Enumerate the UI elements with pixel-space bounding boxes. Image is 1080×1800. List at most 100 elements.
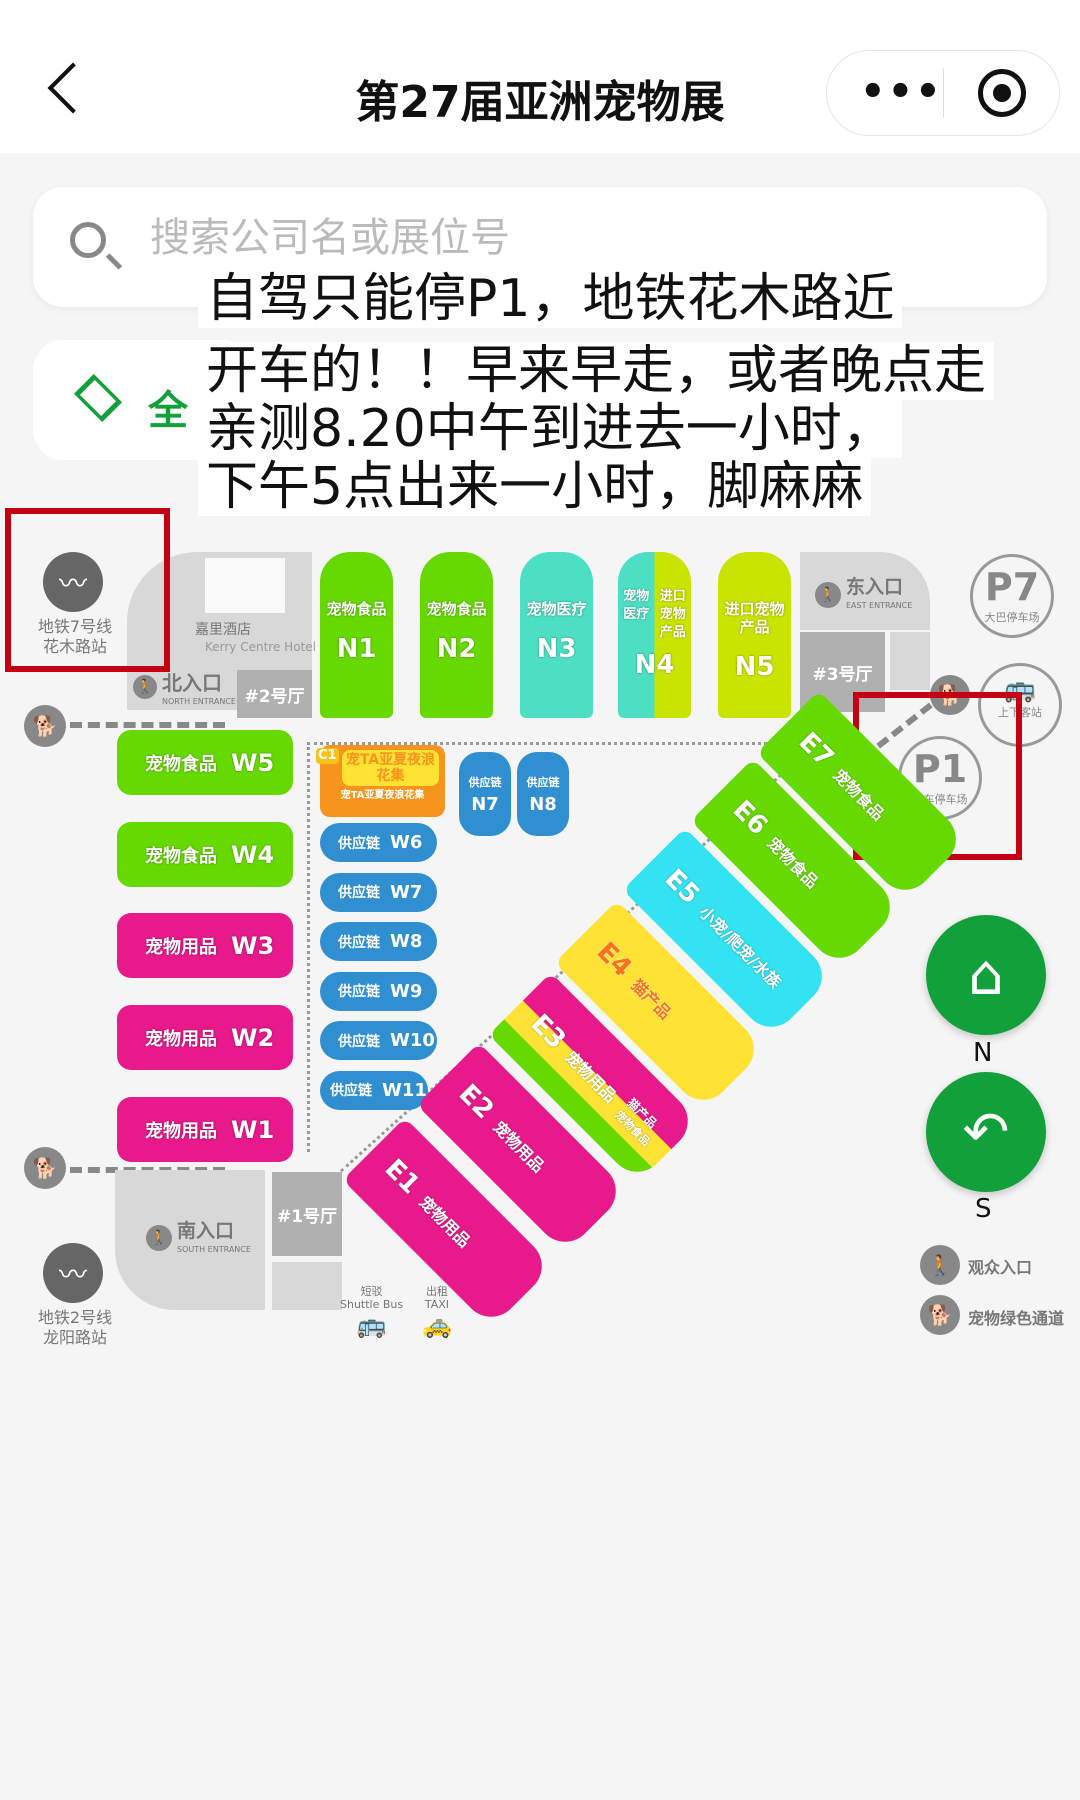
hall-w11[interactable]: 供应链 W11 — [320, 1070, 428, 1110]
home-icon: ⌂ — [968, 942, 1004, 1008]
legend-pet-lane: 宠物绿色通道 — [968, 1309, 1065, 1328]
hall-code: N2 — [436, 634, 477, 664]
hall-code: W9 — [390, 980, 423, 1002]
hall-label: 猫产品 — [627, 975, 675, 1023]
hall-label: 供应链 — [338, 885, 380, 901]
hall-label: 宠物用品 — [145, 1028, 217, 1050]
hall-label: 宠物用品 — [561, 1047, 621, 1107]
hall-label: 宠物用品 — [489, 1117, 549, 1177]
p1-code: P1 — [912, 747, 968, 791]
hall-code: W2 — [231, 1023, 275, 1052]
metro7-label: 地铁7号线花木路站 — [20, 617, 130, 657]
hall-code: N8 — [529, 793, 557, 815]
metro2-label: 地铁2号线龙阳路站 — [20, 1308, 130, 1348]
hall-c1[interactable]: 宠TA亚夏夜浪花集 宠TA亚夏夜浪花集 — [320, 745, 445, 817]
hall-code: E3 — [524, 1008, 572, 1056]
pedestrian-icon: 🚶 — [146, 1225, 172, 1251]
hall-code: E2 — [452, 1078, 500, 1126]
pedestrian-icon: 🚶 — [920, 1245, 960, 1285]
hall-code: W11 — [382, 1079, 427, 1101]
hall-code: N1 — [336, 634, 377, 664]
north-entrance-en: NORTH ENTRANCE — [162, 697, 236, 706]
pedestrian-icon: 🚶 — [815, 582, 841, 608]
hall-label: 宠物用品 — [145, 936, 217, 958]
u-turn-back-icon: ↶ — [962, 1099, 1010, 1165]
pet-walker-icon: 🐕 — [24, 1147, 66, 1189]
pedestrian-icon: 🚶 — [133, 675, 157, 699]
c1-title: 宠TA亚夏夜浪花集 — [342, 750, 439, 786]
hall-label: 进口宠物产品 — [724, 600, 785, 636]
taxi-cn: 出租 — [425, 1285, 448, 1298]
hall-label: 宠物食品 — [326, 600, 387, 618]
east-entrance-en: EAST ENTRANCE — [846, 601, 913, 610]
hall-1[interactable]: #1号厅 — [272, 1172, 342, 1256]
note-line-3: 亲测8.20中午到进去一小时， — [198, 400, 902, 458]
hall-n1[interactable]: 宠物食品 N1 — [320, 552, 393, 718]
reset-view-button[interactable]: ↶ — [926, 1072, 1046, 1192]
p7-code: P7 — [984, 565, 1040, 609]
hall-code: E5 — [658, 863, 706, 911]
hall-code: E6 — [726, 794, 774, 842]
hall-label: 供应链 — [330, 1083, 372, 1099]
hall-label: 宠物食品 — [426, 600, 487, 618]
hall-label: 供应链 — [338, 984, 380, 1000]
metro7-line: 地铁7号线 — [37, 617, 113, 636]
hall-n5[interactable]: 进口宠物产品 N5 — [718, 552, 791, 718]
north-entrance-label: 北入口 — [162, 671, 222, 695]
hall-code: W6 — [390, 832, 423, 853]
hall-label: 宠物食品 — [145, 753, 217, 775]
home-button[interactable]: ⌂ — [926, 915, 1046, 1035]
metro-icon: 〰 — [43, 552, 103, 612]
hall-label: 供应链 — [338, 934, 380, 951]
hall-2[interactable]: #2号厅 — [237, 670, 312, 718]
hall-label: 宠物用品 — [415, 1192, 475, 1252]
target-icon[interactable] — [978, 69, 1026, 117]
hall-code: E7 — [792, 726, 840, 774]
hall-code: N5 — [734, 652, 775, 682]
hall-label: 小宠/爬宠/水族 — [695, 902, 785, 993]
layer-label: 全 — [148, 388, 188, 434]
hall-label: 宠物医疗 — [526, 600, 587, 618]
hall-code: N4 — [634, 650, 675, 680]
note-line-2: 开车的！！早来早走，或者晚点走 — [198, 342, 995, 400]
pet-lane-arrow — [70, 722, 225, 728]
hall-n2[interactable]: 宠物食品 N2 — [420, 552, 493, 718]
metro2-station: 龙阳路站 — [42, 1328, 107, 1347]
hall-code: N7 — [471, 793, 499, 815]
hall-code: W4 — [231, 840, 275, 869]
legend-audience-entrance: 观众入口 — [968, 1258, 1033, 1277]
metro2-line: 地铁2号线 — [37, 1308, 113, 1327]
hall-w9[interactable]: 供应链 W9 — [320, 971, 437, 1011]
hall-n3[interactable]: 宠物医疗 N3 — [520, 552, 593, 718]
hall-code: N3 — [536, 634, 577, 664]
road-horizontal — [307, 742, 797, 745]
hall-code: W7 — [390, 881, 423, 903]
hall-label: 宠物医疗 — [623, 589, 650, 622]
hall-w7[interactable]: 供应链 W7 — [320, 872, 437, 912]
search-placeholder[interactable]: 搜索公司名或展位号 — [150, 215, 510, 261]
hall-label: 宠物用品 — [145, 1120, 217, 1142]
hall-w2[interactable]: 宠物用品 W2 — [117, 1005, 293, 1070]
c1-code: C1 — [316, 748, 339, 764]
note-line-1: 自驾只能停P1，地铁花木路近 — [198, 270, 903, 328]
page-title: 第27届亚洲宠物展 — [355, 77, 725, 128]
highlight-box-metro7 — [5, 508, 170, 672]
hotel-name-en: Kerry Centre Hotel — [205, 640, 316, 654]
c1-subtitle: 宠TA亚夏夜浪花集 — [340, 790, 425, 801]
south-entrance-label: 南入口 — [177, 1220, 235, 1242]
south-entrance-en: SOUTH ENTRANCE — [177, 1245, 251, 1254]
more-dots-icon[interactable]: ••• — [860, 69, 943, 115]
compass-north: N — [973, 1038, 993, 1068]
